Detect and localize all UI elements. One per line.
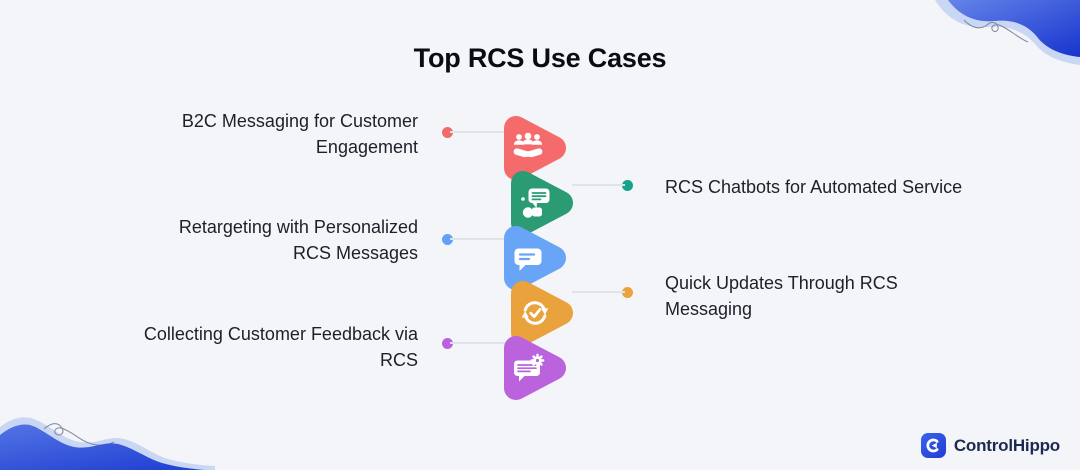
decorative-wave-bottom-left bbox=[0, 417, 215, 470]
sync-check-icon bbox=[521, 301, 549, 325]
decorative-wave-top-right bbox=[935, 0, 1080, 65]
feedback-message-icon bbox=[514, 353, 545, 382]
use-case-arrow bbox=[509, 167, 575, 239]
brand-logo-icon bbox=[920, 433, 946, 458]
use-case-label: Quick Updates Through RCS Messaging bbox=[665, 273, 898, 319]
use-case-arrow bbox=[502, 222, 568, 294]
connector-dot bbox=[442, 127, 453, 138]
brand-logo: ControlHippo bbox=[920, 433, 1060, 458]
connector-dot bbox=[622, 287, 633, 298]
connector-line bbox=[450, 342, 505, 344]
connector-line bbox=[450, 131, 505, 133]
connector-line bbox=[450, 238, 505, 240]
connector-dot bbox=[442, 234, 453, 245]
chatbot-icon bbox=[521, 188, 550, 218]
connector-line bbox=[572, 291, 625, 293]
connector-dot bbox=[622, 180, 633, 191]
use-case-label: B2C Messaging for Customer Engagement bbox=[181, 111, 418, 157]
connector-dot bbox=[442, 338, 453, 349]
connector-line bbox=[572, 184, 625, 186]
use-case-label: Retargeting with Personalized RCS Messag… bbox=[178, 217, 418, 263]
page-title: Top RCS Use Cases bbox=[413, 43, 667, 74]
use-case-arrow bbox=[502, 112, 568, 184]
use-case-arrow bbox=[509, 277, 575, 349]
controlhippo-c-icon bbox=[926, 438, 939, 453]
use-case-arrow bbox=[502, 332, 568, 404]
team-handshake-icon bbox=[513, 132, 543, 158]
use-case-label: Collecting Customer Feedback via RCS bbox=[143, 324, 418, 370]
chat-bubble-icon bbox=[514, 248, 542, 271]
use-case-label: RCS Chatbots for Automated Service bbox=[665, 177, 963, 197]
brand-name: ControlHippo bbox=[953, 435, 1060, 455]
